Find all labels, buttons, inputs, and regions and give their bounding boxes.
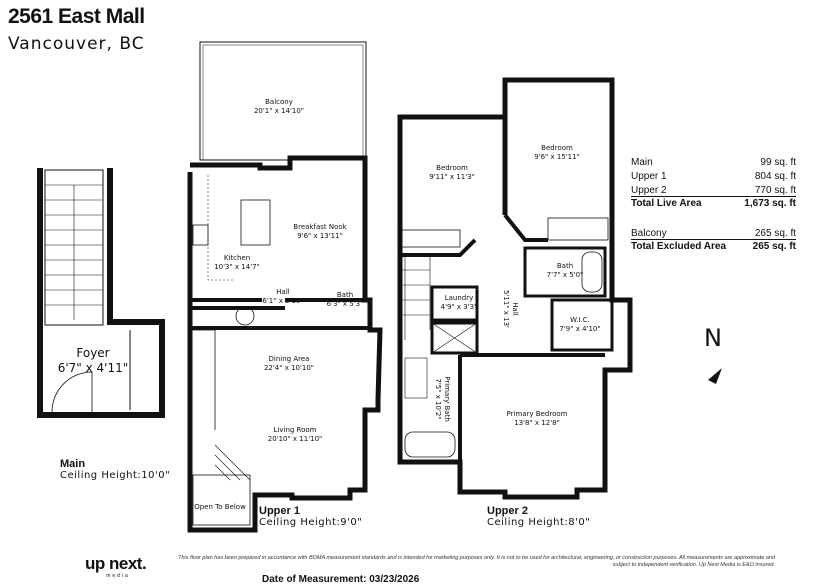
area-row-balcony: Balcony 265 sq. ft [631, 227, 796, 240]
room-open-to-below: Open To Below [194, 503, 246, 511]
area-label: Total Excluded Area [631, 241, 727, 252]
area-row-total-excluded: Total Excluded Area 265 sq. ft [631, 240, 796, 254]
area-label: Balcony [631, 228, 667, 239]
area-value: 804 sq. ft [754, 171, 796, 182]
compass-north-label: N [704, 324, 722, 352]
area-value: 265 sq. ft [754, 228, 796, 239]
area-label: Main [631, 157, 653, 168]
area-value: 770 sq. ft [754, 185, 796, 196]
area-row-total-live: Total Live Area 1,673 sq. ft [631, 197, 796, 211]
main-floor-plan [37, 168, 165, 418]
area-value: 99 sq. ft [760, 157, 796, 168]
compass-arrow-icon [708, 368, 722, 384]
area-label: Upper 2 [631, 185, 667, 196]
measurement-date: Date of Measurement: 03/23/2026 [262, 574, 420, 585]
area-summary-table: Main 99 sq. ft Upper 1 804 sq. ft Upper 2 7… [631, 156, 796, 254]
logo-text: up next. [85, 554, 147, 573]
area-label: Total Live Area [631, 198, 702, 209]
room-wic: W.I.C.7'9" x 4'10" [559, 316, 601, 333]
area-row-main: Main 99 sq. ft [631, 156, 796, 170]
brand-logo: up next.media [85, 554, 165, 580]
upper2-floor-plan [397, 77, 633, 500]
area-value: 1,673 sq. ft [744, 198, 796, 209]
logo-subtext: media [106, 573, 130, 579]
upper1-floor-plan [187, 41, 383, 533]
area-row-upper1: Upper 1 804 sq. ft [631, 170, 796, 184]
property-city: Vancouver, BC [8, 34, 145, 54]
area-value: 265 sq. ft [752, 241, 796, 252]
area-label: Upper 1 [631, 171, 667, 182]
property-title: 2561 East Mall [8, 5, 145, 28]
disclaimer-text: This floor plan has been prepared in acc… [178, 555, 775, 568]
area-row-upper2: Upper 2 770 sq. ft [631, 184, 796, 197]
